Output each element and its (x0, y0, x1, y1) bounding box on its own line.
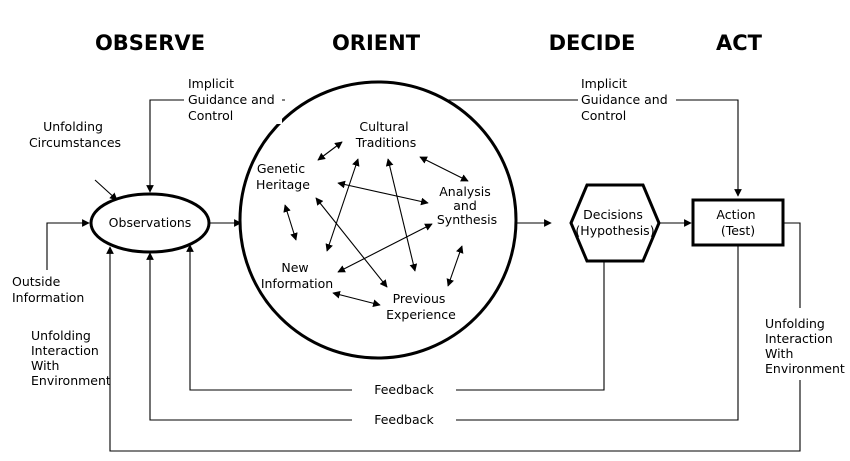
unfolding-interaction-right-label: Unfolding Interaction With Environment (765, 316, 845, 376)
unfolding-circumstances-arrow (94, 179, 118, 201)
genetic-heritage-label: Genetic Heritage (256, 161, 310, 192)
feedback-outer-label: Feedback (374, 412, 434, 427)
phase-act: ACT (716, 31, 763, 55)
orient-arrow-genetic-cultural (317, 141, 343, 161)
feedback-inner-line-right (456, 262, 605, 391)
phase-decide: DECIDE (549, 31, 636, 55)
feedback-inner-arrow (186, 244, 352, 391)
decisions-node (569, 183, 661, 263)
phase-observe: OBSERVE (95, 31, 205, 55)
observations-node (89, 192, 211, 254)
orient-arrow-new-previous (332, 290, 381, 308)
cultural-traditions-label: Cultural Traditions (355, 119, 416, 150)
unfolding-circumstances-label: Unfolding Circumstances (29, 119, 121, 150)
interaction-line-top (784, 222, 801, 308)
implicit-guidance-right-label: Implicit Guidance and Control (581, 76, 672, 123)
feedback-inner-label: Feedback (374, 382, 434, 397)
feedback-outer-line-right (456, 245, 739, 421)
orient-arrow-genetic-new (283, 204, 298, 241)
observations-label: Observations (109, 215, 192, 230)
action-label: Action (Test) (716, 207, 759, 238)
phase-orient: ORIENT (332, 31, 421, 55)
orient-arrow-analysis-new (337, 223, 433, 273)
orient-arrow-analysis-previous (446, 245, 464, 287)
new-information-label: New Information (261, 260, 333, 291)
decisions-label: Decisions (Hypothesis) (575, 207, 654, 238)
implicit-guidance-left-label: Implicit Guidance and Control (188, 76, 279, 123)
unfolding-interaction-left-label: Unfolding Interaction With Environment (31, 328, 111, 388)
outside-information-arrow (46, 219, 90, 270)
action-node (691, 198, 785, 247)
orient-interconnections (283, 141, 469, 308)
feedback-outer-arrow (146, 252, 352, 421)
outside-information-label: Outside Information (12, 274, 84, 305)
analysis-synthesis-label: Analysis and Synthesis (437, 184, 497, 227)
implicit-guidance-right-arrow (447, 99, 742, 197)
orient-arrow-cultural-analysis (419, 156, 469, 182)
unfolding-interaction-arrow (106, 246, 801, 452)
previous-experience-label: Previous Experience (386, 291, 456, 322)
